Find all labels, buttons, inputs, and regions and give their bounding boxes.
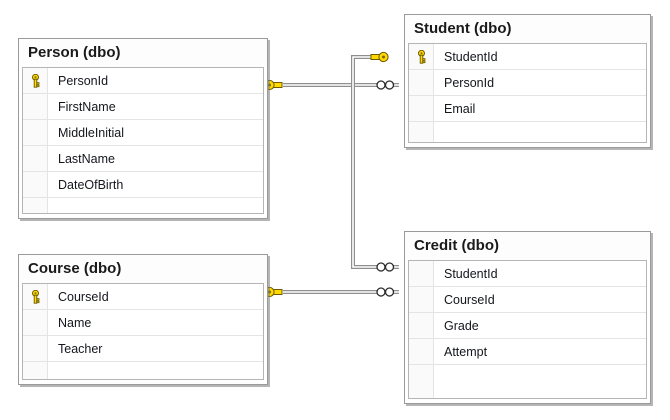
column-name: FirstName <box>58 99 116 114</box>
key-cell-empty <box>409 287 434 312</box>
column-row[interactable]: StudentId <box>409 44 646 70</box>
column-name: PersonId <box>444 75 495 90</box>
column-row[interactable]: Email <box>409 96 646 122</box>
column-row[interactable]: DateOfBirth <box>23 172 263 198</box>
column-name: MiddleInitial <box>58 125 125 140</box>
column-row[interactable]: Attempt <box>409 339 646 365</box>
key-icon <box>31 73 39 88</box>
column-row[interactable]: StudentId <box>409 261 646 287</box>
table-title-person: Person (dbo) <box>19 39 267 67</box>
table-title-student: Student (dbo) <box>405 15 650 43</box>
column-name: Email <box>444 101 476 116</box>
key-cell-empty <box>409 365 434 398</box>
column-row[interactable]: MiddleInitial <box>23 120 263 146</box>
column-row[interactable]: CourseId <box>23 284 263 310</box>
primary-key-cell <box>23 68 48 93</box>
table-title-credit: Credit (dbo) <box>405 232 650 260</box>
key-icon <box>417 49 425 64</box>
key-cell-empty <box>409 122 434 142</box>
key-cell-empty <box>23 120 48 145</box>
empty-row[interactable] <box>409 122 646 142</box>
key-icon <box>31 289 39 304</box>
key-cell-empty <box>409 261 434 286</box>
key-cell-empty <box>409 96 434 121</box>
primary-key-cell <box>23 284 48 309</box>
column-row[interactable]: Grade <box>409 313 646 339</box>
key-cell-empty <box>23 336 48 361</box>
table-title-course: Course (dbo) <box>19 255 267 283</box>
column-name: Teacher <box>58 341 103 356</box>
relationship-person-student[interactable] <box>264 79 399 91</box>
column-name: CourseId <box>444 292 495 307</box>
key-cell-empty <box>23 146 48 171</box>
column-name: Name <box>58 315 92 330</box>
column-name: StudentId <box>444 49 498 64</box>
column-name: Grade <box>444 318 479 333</box>
primary-key-cell <box>409 44 434 69</box>
column-row[interactable]: Name <box>23 310 263 336</box>
key-cell-empty <box>409 70 434 95</box>
key-cell-empty <box>23 94 48 119</box>
empty-row[interactable] <box>23 362 263 379</box>
column-name: DateOfBirth <box>58 177 124 192</box>
empty-row[interactable] <box>409 365 646 398</box>
column-row[interactable]: Teacher <box>23 336 263 362</box>
column-row[interactable]: PersonId <box>23 68 263 94</box>
key-cell-empty <box>409 339 434 364</box>
empty-row[interactable] <box>23 198 263 213</box>
column-name: Attempt <box>444 344 488 359</box>
column-name: StudentId <box>444 266 498 281</box>
column-row[interactable]: PersonId <box>409 70 646 96</box>
key-cell-empty <box>23 310 48 335</box>
column-name: PersonId <box>58 73 109 88</box>
relationship-student-credit[interactable] <box>351 51 399 272</box>
key-cell-empty <box>409 313 434 338</box>
column-row[interactable]: LastName <box>23 146 263 172</box>
column-row[interactable]: FirstName <box>23 94 263 120</box>
key-cell-empty <box>23 362 48 379</box>
column-row[interactable]: CourseId <box>409 287 646 313</box>
relationship-course-credit[interactable] <box>264 286 399 298</box>
column-name: CourseId <box>58 289 109 304</box>
key-cell-empty <box>23 172 48 197</box>
key-cell-empty <box>23 198 48 213</box>
column-name: LastName <box>58 151 115 166</box>
